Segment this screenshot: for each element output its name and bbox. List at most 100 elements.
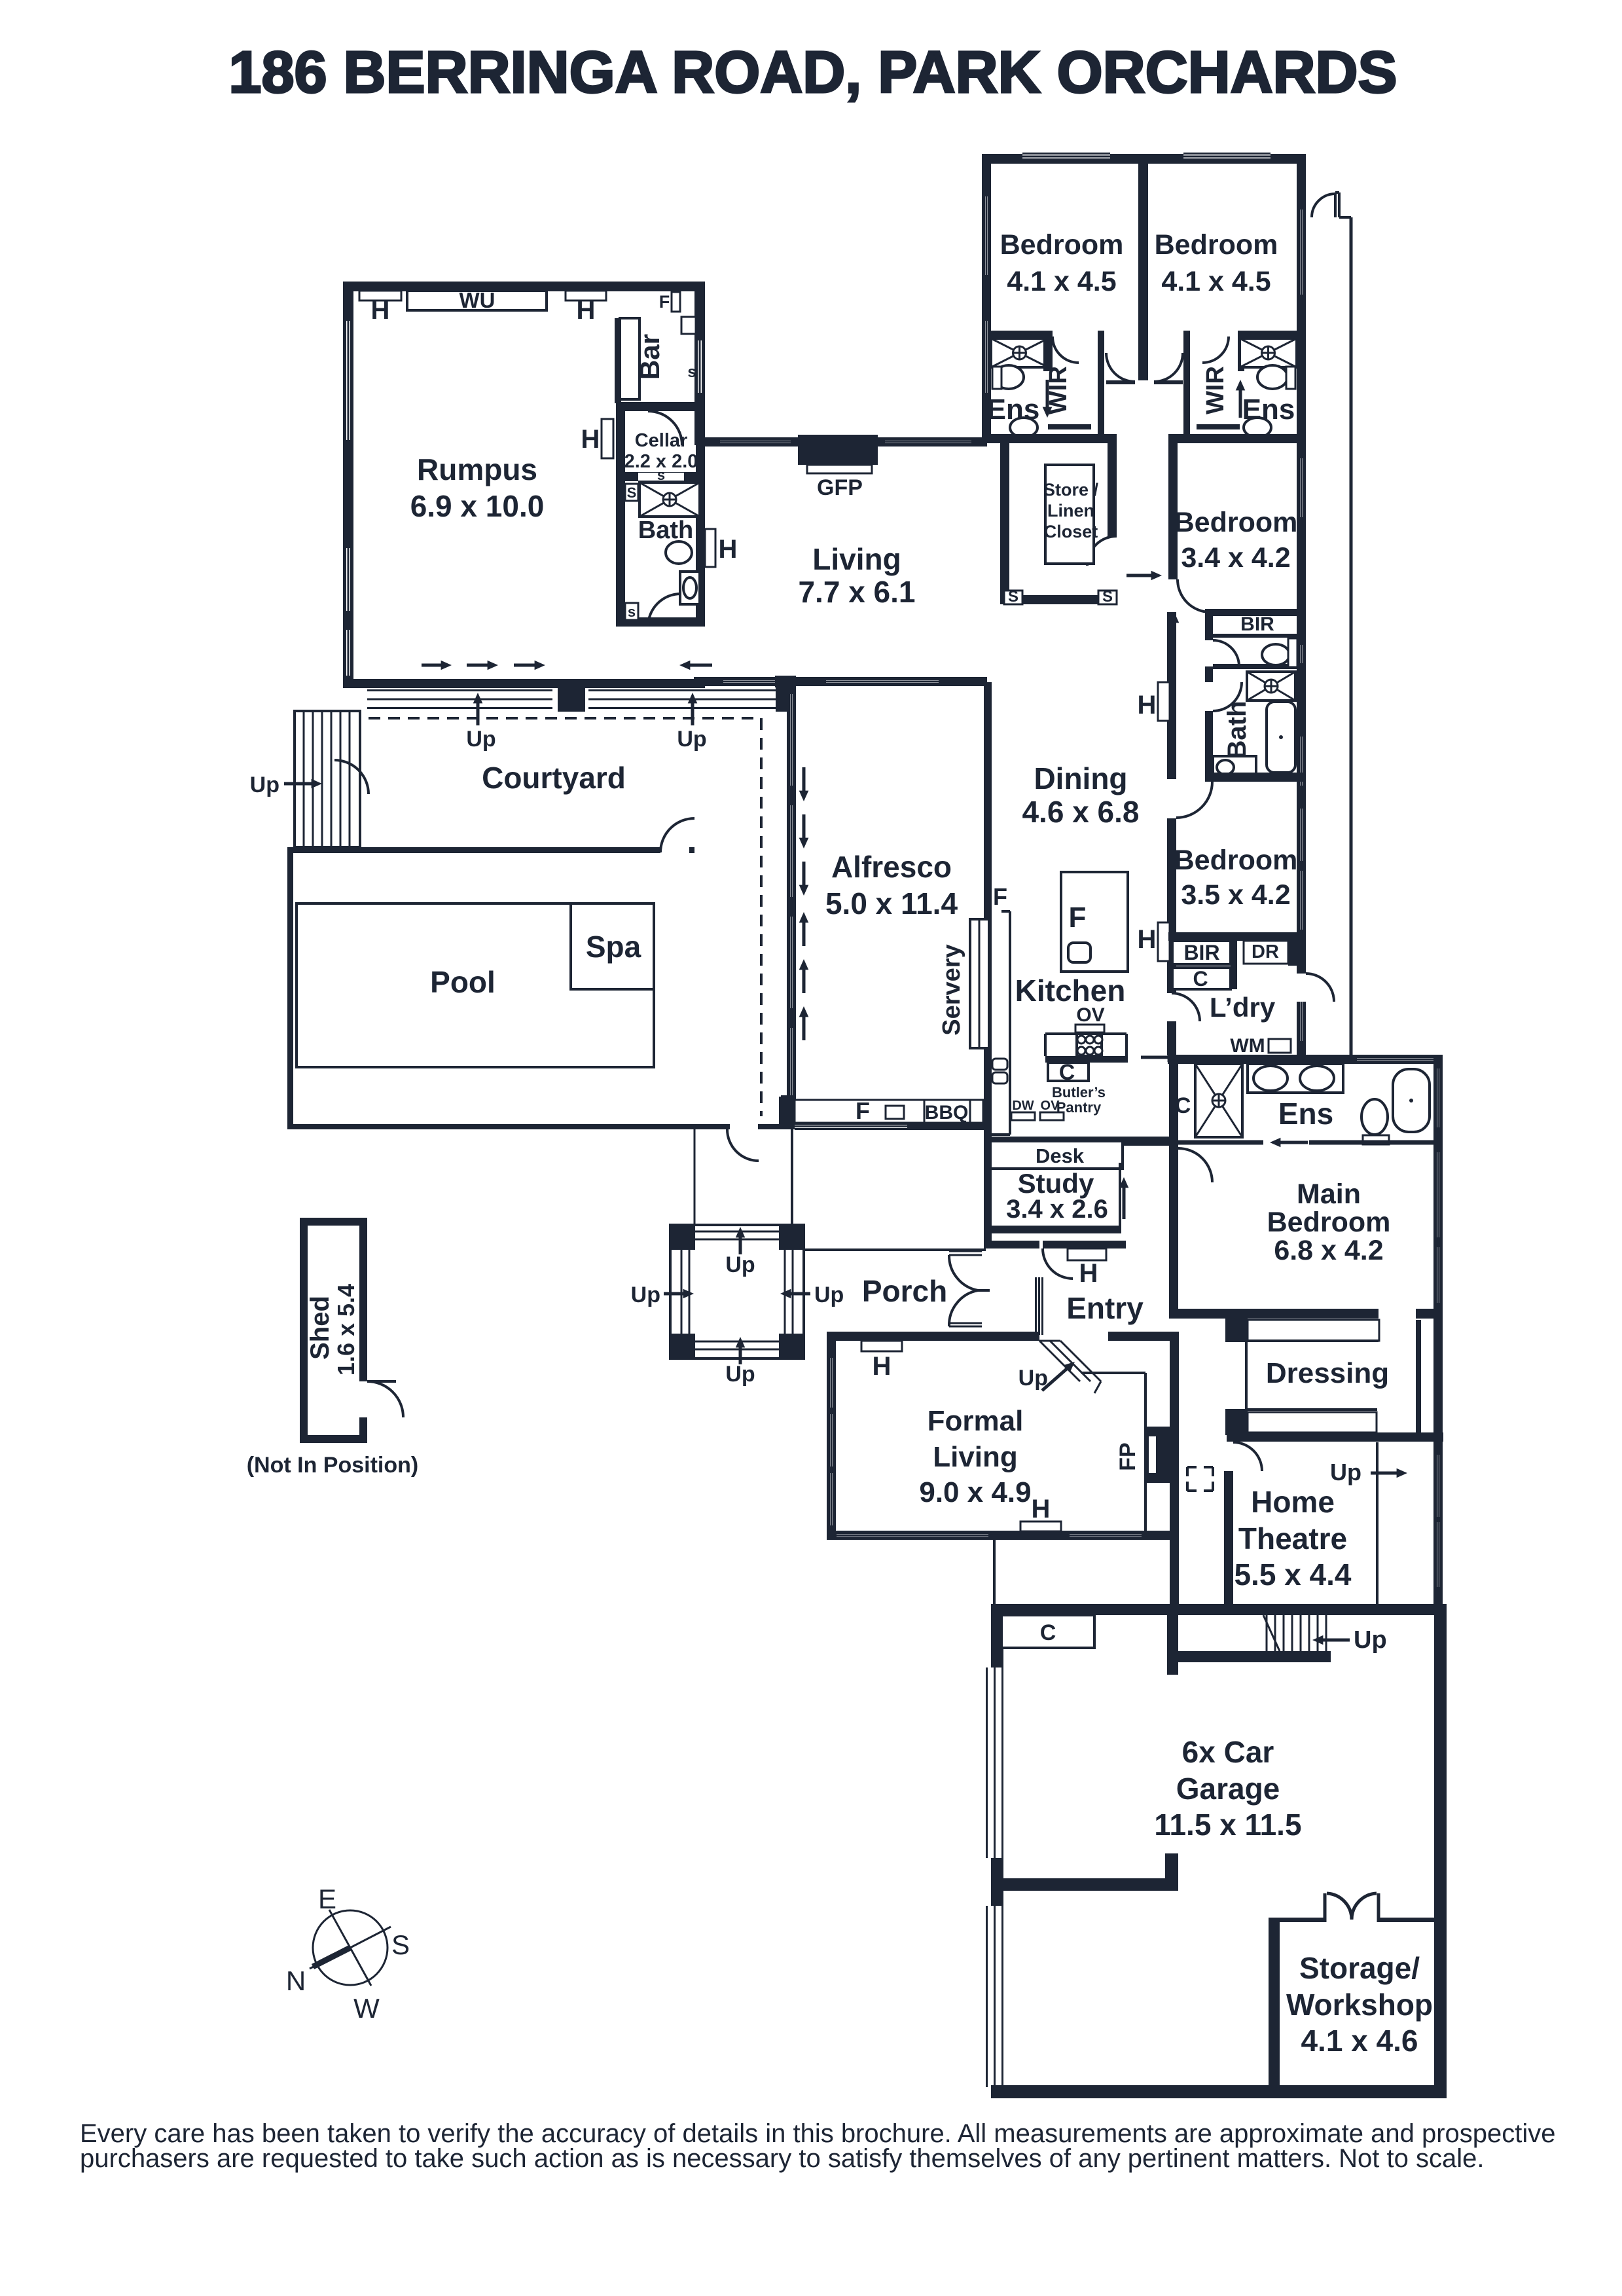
svg-text:N: N [286, 1965, 306, 1996]
svg-text:H: H [719, 535, 738, 564]
svg-text:Home: Home [1251, 1485, 1335, 1519]
svg-text:S: S [627, 484, 637, 501]
svg-text:S: S [391, 1929, 410, 1960]
svg-text:4.1 x 4.6: 4.1 x 4.6 [1301, 2024, 1418, 2058]
svg-text:Up: Up [250, 773, 279, 797]
svg-text:4.1 x 4.5: 4.1 x 4.5 [1007, 266, 1116, 297]
svg-text:Living: Living [812, 542, 901, 576]
svg-text:S: S [1102, 588, 1113, 606]
svg-text:Living: Living [933, 1441, 1018, 1473]
svg-text:Workshop: Workshop [1286, 1988, 1433, 2022]
svg-text:C: C [1040, 1620, 1056, 1645]
svg-text:Entry: Entry [1066, 1291, 1144, 1325]
svg-text:s: s [628, 604, 636, 620]
svg-text:186 BERRINGA ROAD, PARK ORCHAR: 186 BERRINGA ROAD, PARK ORCHARDS [228, 40, 1397, 105]
svg-text:Store /: Store / [1043, 480, 1099, 500]
svg-text:2.2 x 2.0: 2.2 x 2.0 [624, 451, 698, 472]
svg-text:11.5 x 11.5: 11.5 x 11.5 [1154, 1808, 1301, 1842]
svg-text:Shed: Shed [306, 1296, 334, 1360]
svg-text:4.1 x 4.5: 4.1 x 4.5 [1161, 266, 1271, 297]
svg-text:F: F [1069, 902, 1087, 934]
svg-text:9.0 x 4.9: 9.0 x 4.9 [919, 1476, 1031, 1508]
svg-text:H: H [1079, 1259, 1098, 1288]
svg-text:Bedroom: Bedroom [1155, 229, 1278, 261]
svg-text:Storage/: Storage/ [1299, 1951, 1420, 1985]
svg-text:S: S [1008, 588, 1018, 606]
svg-text:s: s [687, 363, 696, 381]
svg-text:Up: Up [725, 1252, 755, 1277]
svg-text:Every care has been taken to v: Every care has been taken to verify the … [80, 2119, 1556, 2148]
svg-text:(Not In Position): (Not In Position) [247, 1453, 419, 1478]
svg-text:Up: Up [814, 1283, 844, 1307]
svg-text:Dining: Dining [1034, 761, 1127, 795]
svg-text:OV: OV [1041, 1099, 1060, 1113]
svg-text:BIR: BIR [1240, 613, 1274, 635]
svg-text:Up: Up [631, 1283, 660, 1307]
svg-text:3.4 x 4.2: 3.4 x 4.2 [1181, 542, 1290, 574]
svg-text:Up: Up [1354, 1626, 1387, 1654]
svg-text:H: H [1032, 1495, 1051, 1523]
svg-text:WIR: WIR [1045, 366, 1072, 414]
svg-text:Bedroom: Bedroom [1174, 845, 1298, 876]
svg-text:H: H [1138, 691, 1157, 720]
svg-text:Rumpus: Rumpus [417, 452, 537, 486]
svg-text:Closet: Closet [1044, 522, 1098, 541]
svg-text:Main: Main [1297, 1178, 1361, 1210]
svg-text:OV: OV [1076, 1004, 1104, 1026]
svg-text:6x Car: 6x Car [1182, 1735, 1274, 1769]
svg-text:Cellar: Cellar [635, 430, 688, 451]
svg-text:C: C [1059, 1060, 1075, 1085]
svg-text:WU: WU [460, 288, 496, 312]
svg-text:Servery: Servery [938, 944, 965, 1035]
svg-text:H: H [873, 1352, 892, 1381]
svg-text:H: H [1138, 925, 1157, 954]
svg-text:H: H [371, 296, 390, 325]
svg-text:Kitchen: Kitchen [1015, 974, 1126, 1008]
svg-text:Courtyard: Courtyard [482, 761, 626, 795]
svg-text:5.5 x 4.4: 5.5 x 4.4 [1234, 1558, 1351, 1592]
svg-text:Study: Study [1018, 1168, 1094, 1199]
svg-text:Up: Up [1018, 1366, 1048, 1391]
svg-text:L’dry: L’dry [1210, 992, 1276, 1023]
svg-text:Theatre: Theatre [1238, 1522, 1347, 1556]
svg-text:Bedroom: Bedroom [1267, 1207, 1391, 1238]
svg-text:BIR: BIR [1183, 941, 1219, 964]
svg-text:6.8 x 4.2: 6.8 x 4.2 [1274, 1235, 1383, 1266]
svg-text:FP: FP [1115, 1442, 1140, 1470]
svg-text:Ens: Ens [1278, 1097, 1333, 1131]
svg-text:C: C [1193, 967, 1208, 991]
svg-text:F: F [856, 1097, 870, 1124]
svg-text:3.4 x 2.6: 3.4 x 2.6 [1006, 1195, 1108, 1224]
svg-text:Garage: Garage [1176, 1772, 1280, 1806]
svg-text:W: W [353, 1993, 380, 2024]
svg-text:s: s [657, 467, 665, 483]
svg-text:E: E [318, 1884, 336, 1914]
svg-text:Desk: Desk [1036, 1144, 1085, 1167]
svg-text:GFP: GFP [817, 475, 863, 500]
svg-text:Up: Up [677, 727, 706, 752]
svg-text:Bedroom: Bedroom [1174, 507, 1298, 538]
svg-text:Linen: Linen [1047, 501, 1094, 520]
svg-text:Bath: Bath [638, 517, 693, 544]
svg-text:Bar: Bar [634, 334, 665, 380]
svg-text:H: H [577, 296, 596, 325]
svg-text:3.5 x 4.2: 3.5 x 4.2 [1181, 879, 1290, 911]
svg-text:DW: DW [1012, 1099, 1034, 1113]
svg-text:Butler’s: Butler’s [1052, 1084, 1106, 1101]
svg-text:Formal: Formal [928, 1405, 1024, 1437]
svg-text:6.9 x 10.0: 6.9 x 10.0 [410, 489, 545, 523]
svg-text:DR: DR [1252, 941, 1279, 962]
svg-text:Pool: Pool [430, 965, 496, 999]
svg-text:Up: Up [1330, 1459, 1361, 1485]
svg-text:Bedroom: Bedroom [1000, 229, 1124, 261]
svg-text:Up: Up [466, 727, 496, 752]
svg-text:Porch: Porch [862, 1274, 947, 1308]
svg-text:F: F [993, 883, 1007, 910]
svg-text:F: F [659, 292, 670, 312]
svg-text:Spa: Spa [586, 930, 641, 964]
svg-text:7.7 x 6.1: 7.7 x 6.1 [798, 575, 915, 609]
svg-text:WIR: WIR [1202, 366, 1229, 414]
svg-text:4.6 x 6.8: 4.6 x 6.8 [1022, 795, 1139, 829]
svg-text:5.0 x 11.4: 5.0 x 11.4 [825, 886, 958, 920]
svg-text:Dressing: Dressing [1266, 1357, 1389, 1389]
